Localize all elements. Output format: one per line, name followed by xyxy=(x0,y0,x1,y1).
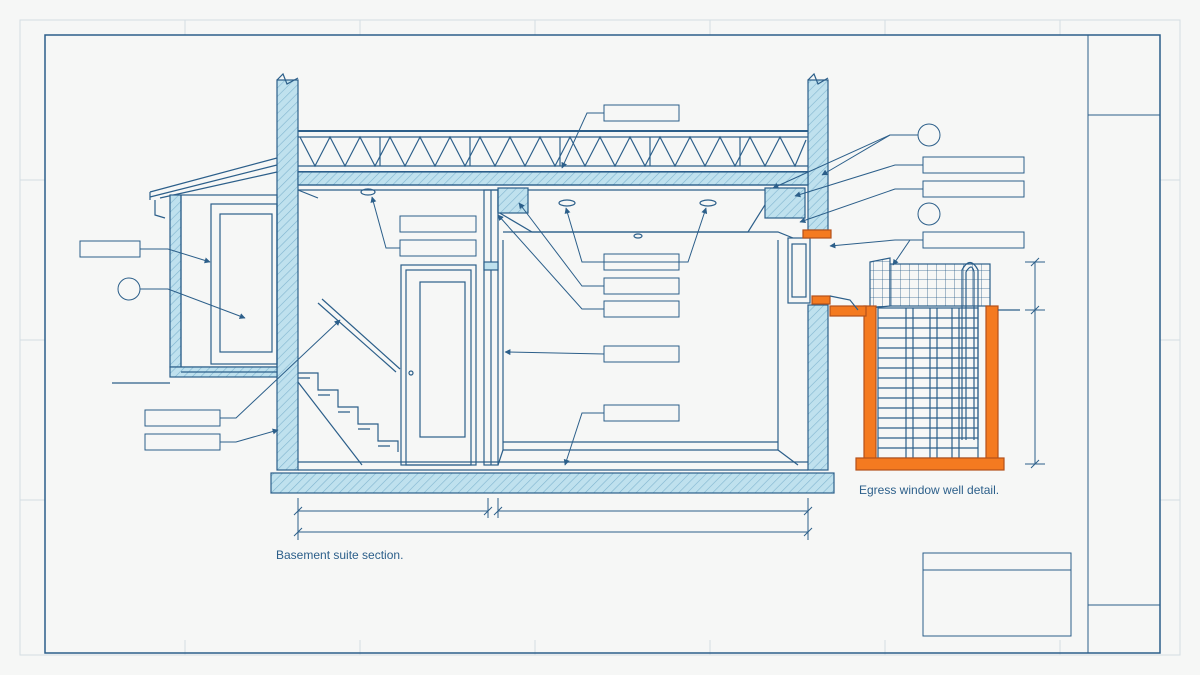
ceiling-insulation xyxy=(297,171,809,186)
callout-box xyxy=(922,180,1025,198)
drawing-border xyxy=(44,34,1161,654)
callout-box xyxy=(144,433,221,451)
callout-marker xyxy=(917,202,941,226)
well-wall-left xyxy=(863,305,877,465)
callout-box xyxy=(399,215,477,233)
section-caption: Basement suite section. xyxy=(276,548,403,562)
pot-light xyxy=(699,199,717,207)
callout-box xyxy=(922,231,1025,249)
callout-box xyxy=(603,277,680,295)
exterior-entry xyxy=(112,157,278,384)
pot-light xyxy=(360,188,376,196)
floor-truss xyxy=(298,130,808,173)
callout-box xyxy=(603,345,680,363)
pot-light xyxy=(558,199,576,207)
window-sill xyxy=(811,295,831,305)
well-cap xyxy=(829,305,867,317)
exterior-door xyxy=(210,203,278,365)
callout-box xyxy=(603,300,680,318)
callout-boxes xyxy=(79,104,1025,451)
basement-stairs xyxy=(297,298,401,466)
leader-lines xyxy=(140,112,923,466)
window-header xyxy=(802,229,832,239)
dimension-lines xyxy=(293,498,813,540)
callout-box xyxy=(922,156,1025,174)
callout-marker xyxy=(917,123,941,147)
window-well-detail xyxy=(829,257,1045,471)
right-foundation-wall-lower xyxy=(807,304,829,471)
callout-box xyxy=(144,409,221,427)
egress-window xyxy=(787,237,811,304)
callout-marker xyxy=(117,277,141,301)
callout-box xyxy=(399,239,477,257)
callout-box xyxy=(603,104,680,122)
bulkhead xyxy=(497,189,769,233)
callout-box xyxy=(603,404,680,422)
sheet-margin-grid xyxy=(19,19,1181,656)
bulkhead-insulation-right xyxy=(764,187,806,219)
left-foundation-wall xyxy=(276,79,299,471)
well-base xyxy=(855,457,1005,471)
basement-section xyxy=(270,72,835,494)
well-detail-caption: Egress window well detail. xyxy=(859,483,999,497)
well-grate xyxy=(869,257,891,309)
title-block xyxy=(922,552,1072,637)
right-foundation-wall xyxy=(807,79,829,231)
callout-box xyxy=(79,240,141,258)
well-wall-right xyxy=(985,305,999,465)
concrete-slab xyxy=(270,472,835,494)
